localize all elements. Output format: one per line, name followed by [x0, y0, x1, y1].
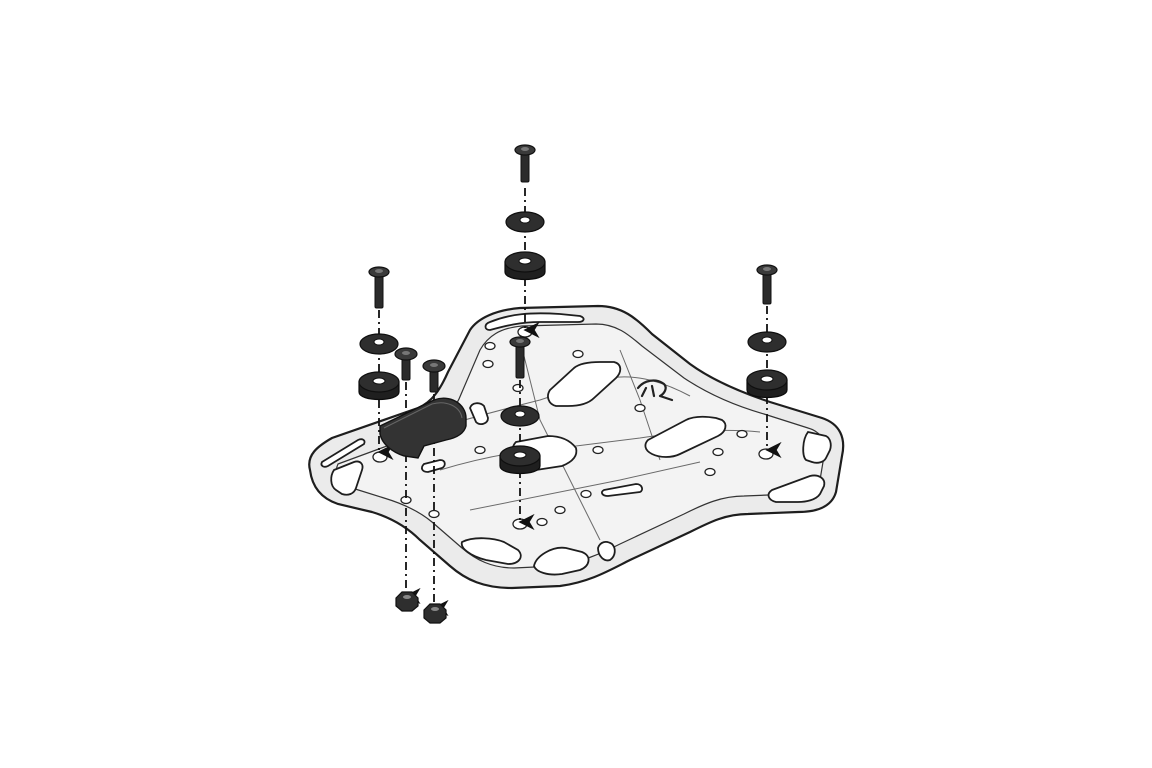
lock-bracket: [379, 397, 467, 459]
mounting-bolt: [756, 264, 778, 305]
hardware-stack-center: [499, 336, 541, 475]
hardware-stack-right: [746, 264, 788, 399]
mounting-bolt: [394, 347, 418, 381]
mounting-bolt: [422, 359, 446, 393]
mounting-bolt: [368, 266, 390, 309]
rubber-grommet: [504, 251, 546, 281]
rubber-washer: [359, 333, 399, 355]
brand-logo-mark: [636, 379, 674, 402]
rubber-grommet: [358, 371, 400, 401]
hardware-stack-left: [358, 266, 400, 401]
hex-nut: [395, 591, 419, 612]
mounting-bolt: [514, 144, 536, 183]
rubber-washer: [747, 331, 787, 353]
rubber-grommet: [499, 445, 541, 475]
rubber-washer: [505, 211, 545, 233]
hex-nuts: [395, 591, 447, 624]
lock-bracket-assembly: [379, 347, 467, 459]
hardware-stack-top-center: [504, 144, 546, 281]
carrier-plate: [308, 304, 845, 590]
mounting-bolt: [509, 336, 531, 379]
hex-nut: [423, 603, 447, 624]
rubber-washer: [500, 405, 540, 427]
rubber-grommet: [746, 369, 788, 399]
